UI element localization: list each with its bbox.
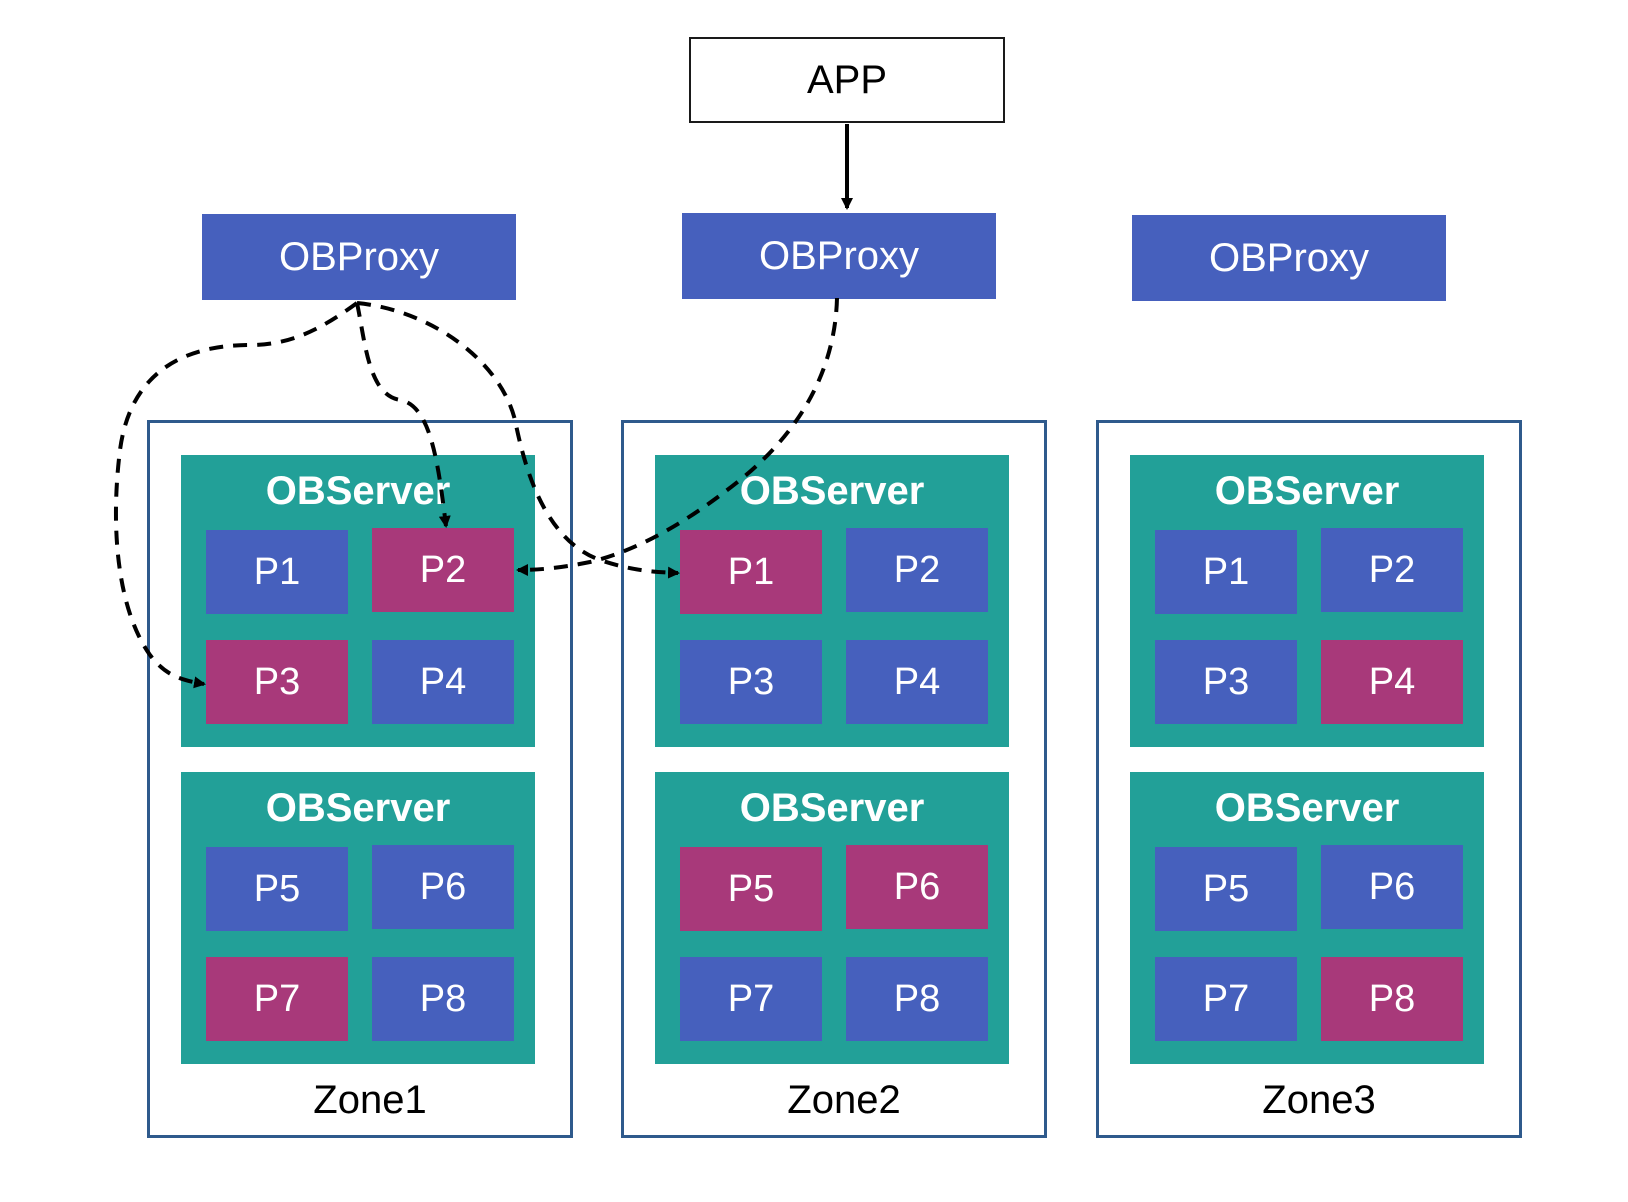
obproxy-label: OBProxy: [278, 234, 440, 279]
partition-label: P5: [1202, 867, 1250, 910]
zone-label: Zone2: [787, 1078, 901, 1122]
partition-label: P4: [1368, 660, 1416, 703]
partition-label: P5: [727, 867, 775, 910]
partition-leader: P1: [680, 530, 822, 614]
obproxy-label: OBProxy: [1208, 235, 1370, 280]
partition-label: P3: [727, 660, 775, 703]
partition-label: P7: [253, 977, 301, 1020]
observer-title: OBServer: [265, 786, 451, 830]
obproxy-label: OBProxy: [758, 233, 920, 278]
partition-leader: P2: [372, 528, 514, 612]
obproxy-1: OBProxy: [202, 214, 516, 300]
partition-replica: P6: [372, 845, 514, 929]
partition-label: P4: [893, 660, 941, 703]
partition-replica: P8: [372, 957, 514, 1041]
partition-label: P8: [893, 977, 941, 1020]
partition-label: P6: [1368, 865, 1416, 908]
partition-replica: P4: [846, 640, 988, 724]
partition-leader: P7: [206, 957, 348, 1041]
partition-label: P3: [253, 660, 301, 703]
partition-leader: P3: [206, 640, 348, 724]
partition-replica: P5: [206, 847, 348, 931]
partition-label: P5: [253, 867, 301, 910]
observer-title: OBServer: [739, 786, 925, 830]
obproxy-3: OBProxy: [1132, 215, 1446, 301]
partition-label: P1: [253, 550, 301, 593]
partition-replica: P8: [846, 957, 988, 1041]
partition-label: P7: [1202, 977, 1250, 1020]
zone-label: Zone3: [1262, 1078, 1376, 1122]
partition-replica: P7: [680, 957, 822, 1041]
partition-replica: P5: [1155, 847, 1297, 931]
partition-label: P1: [727, 550, 775, 593]
partition-leader: P5: [680, 847, 822, 931]
partition-leader: P8: [1321, 957, 1463, 1041]
partition-leader: P4: [1321, 640, 1463, 724]
partition-label: P2: [893, 548, 941, 591]
observer-title: OBServer: [1214, 786, 1400, 830]
partition-label: P8: [419, 977, 467, 1020]
partition-replica: P3: [1155, 640, 1297, 724]
partition-label: P2: [419, 548, 467, 591]
partition-replica: P6: [1321, 845, 1463, 929]
partition-label: P2: [1368, 548, 1416, 591]
partition-replica: P1: [1155, 530, 1297, 614]
app-label: APP: [806, 57, 888, 102]
observer-title: OBServer: [1214, 469, 1400, 513]
partition-replica: P2: [1321, 528, 1463, 612]
observer-title: OBServer: [265, 469, 451, 513]
partition-label: P6: [893, 865, 941, 908]
app-node: APP: [689, 37, 1005, 123]
partition-label: P4: [419, 660, 467, 703]
partition-replica: P3: [680, 640, 822, 724]
partition-replica: P1: [206, 530, 348, 614]
partition-label: P3: [1202, 660, 1250, 703]
partition-label: P1: [1202, 550, 1250, 593]
observer-title: OBServer: [739, 469, 925, 513]
partition-label: P7: [727, 977, 775, 1020]
obproxy-2: OBProxy: [682, 213, 996, 299]
partition-leader: P6: [846, 845, 988, 929]
partition-label: P6: [419, 865, 467, 908]
partition-replica: P4: [372, 640, 514, 724]
zone-label: Zone1: [313, 1078, 427, 1122]
partition-replica: P2: [846, 528, 988, 612]
partition-label: P8: [1368, 977, 1416, 1020]
partition-replica: P7: [1155, 957, 1297, 1041]
